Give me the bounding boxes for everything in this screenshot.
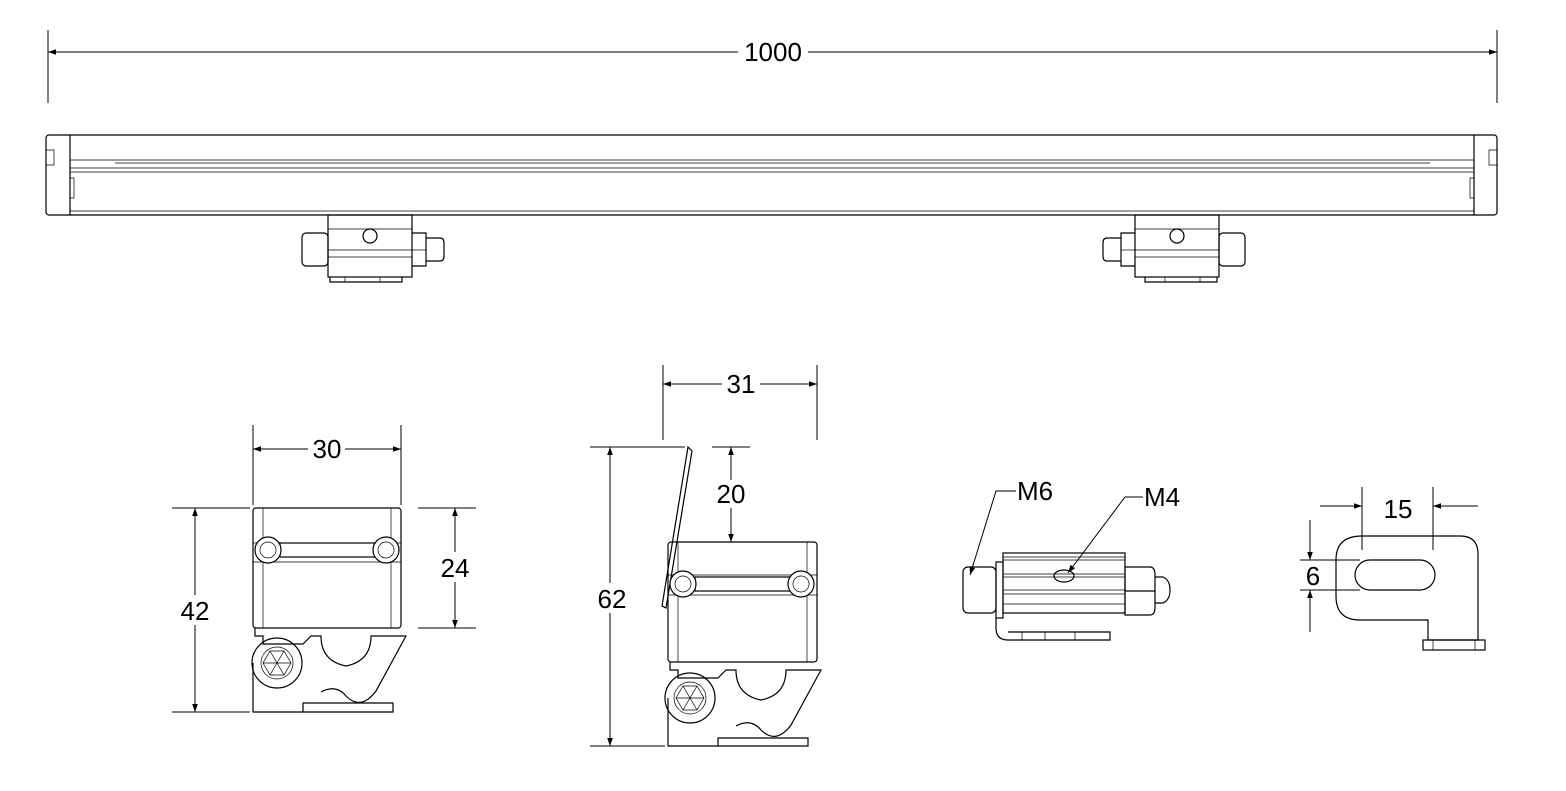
- m6-label: M6: [1017, 476, 1053, 506]
- overall-length-dimension: 1000: [47, 30, 1498, 103]
- side-view: [661, 445, 823, 747]
- slot-width-label: 6: [1306, 561, 1320, 591]
- m4-callout: M4: [1067, 482, 1180, 574]
- slot-length-label: 15: [1384, 494, 1413, 524]
- side-view-height-label: 62: [598, 584, 627, 614]
- mount-slot-view: [1335, 535, 1486, 651]
- side-view-width-dimension: 31: [662, 365, 818, 440]
- slot-width-dimension: 6: [1300, 520, 1360, 632]
- light-bar-front-view: [45, 134, 1498, 216]
- end-view-height-dimension: 42: [172, 507, 250, 713]
- end-view-height-label: 42: [181, 596, 210, 626]
- end-view: [251, 507, 408, 713]
- end-view-width-label: 30: [313, 434, 342, 464]
- end-view-body-height-dimension: 24: [418, 507, 476, 629]
- m4-label: M4: [1144, 482, 1180, 512]
- bar-bracket-right: [1102, 214, 1246, 283]
- side-view-offset-dimension: 20: [712, 446, 750, 542]
- bar-bracket-left: [301, 214, 445, 283]
- overall-length-label: 1000: [744, 37, 802, 67]
- end-view-width-dimension: 30: [252, 425, 402, 505]
- m6-callout: M6: [969, 476, 1053, 576]
- bracket-detail-view: [962, 552, 1171, 641]
- side-view-width-label: 31: [727, 369, 756, 399]
- end-view-body-height-label: 24: [441, 553, 470, 583]
- side-view-offset-label: 20: [717, 479, 746, 509]
- slot-length-dimension: 15: [1320, 487, 1478, 550]
- side-view-height-dimension: 62: [590, 446, 685, 747]
